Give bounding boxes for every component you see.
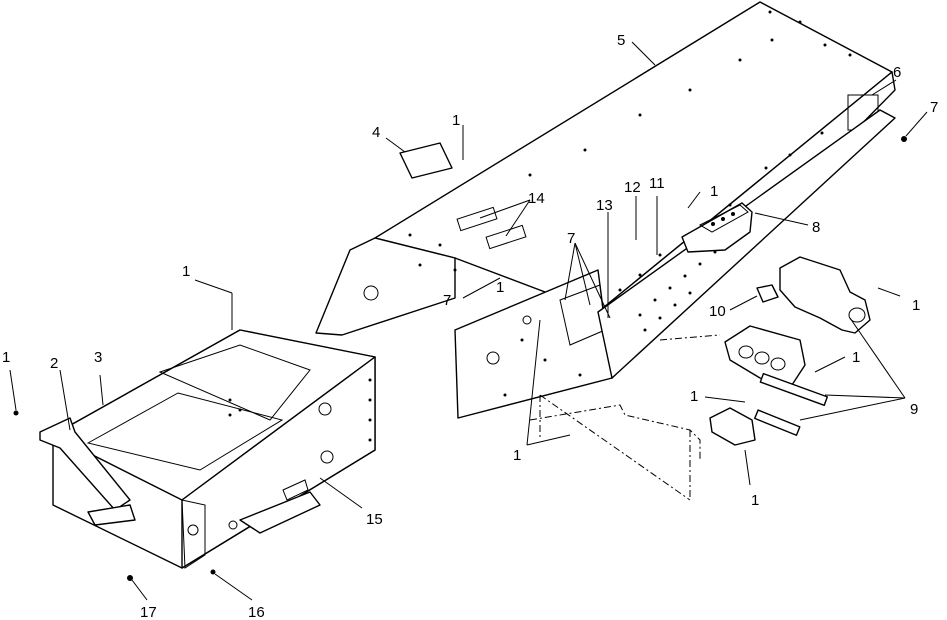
grommet-part-10 xyxy=(756,284,779,303)
callout-3: 3 xyxy=(94,349,102,366)
rivet-left xyxy=(13,410,19,416)
callout-1: 1 xyxy=(710,183,718,200)
fastener-7-right xyxy=(901,136,907,142)
callout-labels: 5 6 7 4 1 14 12 11 1 8 13 7 7 1 10 1 1 9… xyxy=(2,32,938,620)
callout-1: 1 xyxy=(852,349,860,366)
callout-1: 1 xyxy=(751,492,759,509)
fastener-16 xyxy=(210,569,216,575)
fastener-17 xyxy=(127,575,133,581)
callout-15: 15 xyxy=(366,511,383,528)
bulkhead-part-15 xyxy=(39,329,376,569)
callout-11: 11 xyxy=(649,175,665,192)
callout-16: 16 xyxy=(248,604,265,620)
callout-4: 4 xyxy=(372,124,380,141)
leader-lines xyxy=(9,41,928,601)
callout-13: 13 xyxy=(596,197,613,214)
callout-8: 8 xyxy=(812,219,820,236)
callout-1: 1 xyxy=(912,297,920,314)
callout-17: 17 xyxy=(140,604,157,620)
callout-1: 1 xyxy=(690,388,698,405)
callout-6: 6 xyxy=(893,64,901,81)
callout-1: 1 xyxy=(513,447,521,464)
callout-1: 1 xyxy=(2,349,10,366)
running-board xyxy=(597,109,896,379)
plate-part-4 xyxy=(399,142,453,179)
rail-holes xyxy=(638,250,717,332)
callout-7: 7 xyxy=(567,230,575,247)
callout-7: 7 xyxy=(443,292,451,309)
callout-12: 12 xyxy=(624,179,641,196)
callout-10: 10 xyxy=(709,303,726,320)
rivet-holes xyxy=(408,10,852,292)
heat-exchanger-part-9 xyxy=(659,256,871,446)
hidden-outline xyxy=(529,404,701,460)
callout-7: 7 xyxy=(930,99,938,116)
callout-9: 9 xyxy=(910,401,918,418)
callout-1: 1 xyxy=(182,263,190,280)
callout-1: 1 xyxy=(452,112,460,129)
callout-14: 14 xyxy=(528,190,545,207)
callout-1: 1 xyxy=(496,279,504,296)
callout-2: 2 xyxy=(50,355,58,372)
bracket-part-8 xyxy=(681,202,753,253)
callout-5: 5 xyxy=(617,32,625,49)
